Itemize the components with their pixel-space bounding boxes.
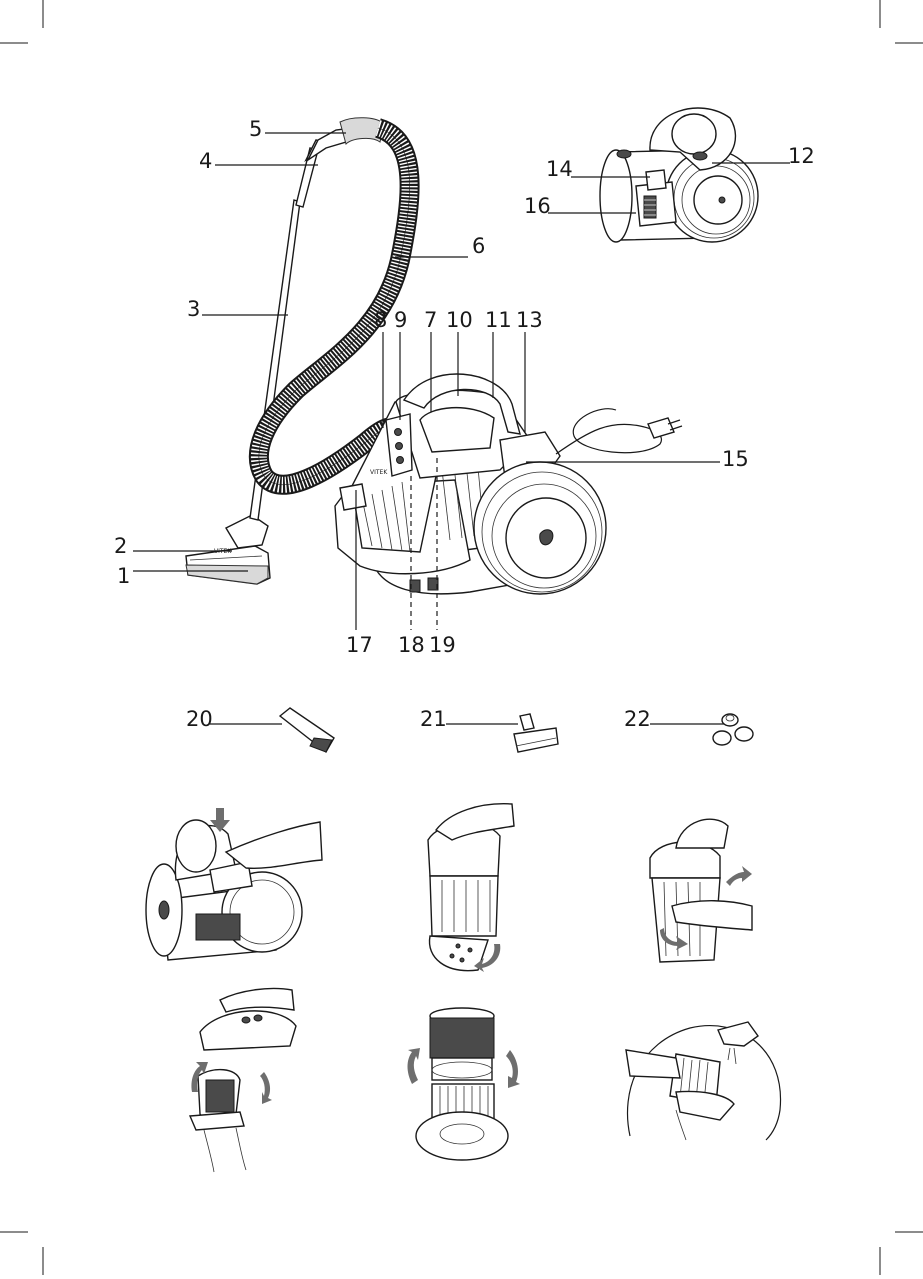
tube-handle [306,117,385,163]
callout-18: 18 [398,633,425,657]
callout-10: 10 [446,308,473,332]
exhaust-filter-grille [643,195,657,219]
flexible-hose [248,118,420,495]
callout-14: 14 [546,157,573,181]
callout-15: 15 [722,447,749,471]
callout-8: 8 [374,308,387,332]
step-remove-cyclone [649,818,753,963]
callout-12: 12 [788,144,815,168]
callout-17: 17 [346,633,373,657]
power-cord [555,408,683,455]
step-remove-lid-filter [188,987,297,1173]
body-brand-logo: VITEK [370,469,388,476]
callout-1: 1 [117,564,130,588]
callout-3: 3 [187,297,200,321]
step-remove-container [145,808,323,961]
callout-4: 4 [199,149,212,173]
callout-20: 20 [186,707,213,731]
floor-nozzle [185,514,271,585]
rotate-arrow-icon [260,1072,272,1104]
callout-9: 9 [394,308,407,332]
callout-7: 7 [424,308,437,332]
step-rinse-filter [625,1021,782,1141]
down-arrow-icon [210,808,230,832]
callout-6: 6 [472,234,485,258]
rotate-arrow-icon [407,1048,420,1084]
vacuum-body [334,373,607,595]
rotate-arrow-icon [474,944,501,972]
rear-view-vacuum [599,107,759,243]
callout-13: 13 [516,308,543,332]
callout-11: 11 [485,308,512,332]
callout-22: 22 [624,707,651,731]
step-empty-container [427,803,515,972]
spare-filters [712,713,754,746]
callout-16: 16 [524,194,551,218]
rotate-arrow-icon [191,1062,208,1092]
upholstery-nozzle [513,713,559,753]
step-separate-cylinder-filter [407,1007,520,1161]
rotate-arrow-icon [506,1050,520,1088]
rotate-arrow-icon [660,928,688,950]
rotate-arrow-icon [726,866,752,886]
callout-5: 5 [249,117,262,141]
callout-21: 21 [420,707,447,731]
callout-19: 19 [429,633,456,657]
callout-numbers: 5 4 6 3 8 9 7 10 11 13 14 16 12 15 2 1 1… [114,117,815,731]
callout-leader-lines [133,132,790,725]
callout-2: 2 [114,534,127,558]
crevice-tool [278,707,335,754]
dust-container-ribs [361,445,485,553]
